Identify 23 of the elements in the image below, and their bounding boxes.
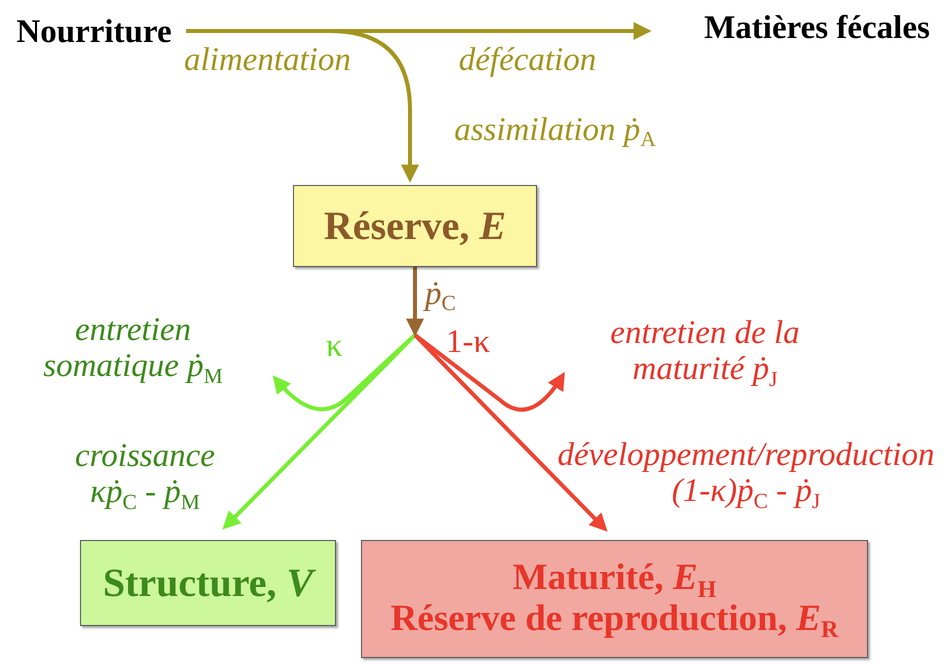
arrow bbox=[414, 334, 608, 532]
edge-label: entretien somatique ṗ$_{M}$ bbox=[42, 312, 224, 385]
edge-label: défécation bbox=[458, 42, 598, 78]
arrow bbox=[406, 267, 424, 337]
box-title: Maturité, E$_{H}$ bbox=[512, 558, 716, 599]
edge-label: assimilation ṗ$_{A}$ bbox=[453, 112, 657, 148]
flow-label: alimentation bbox=[184, 42, 352, 78]
state-box bbox=[80, 540, 336, 626]
flow-endpoint-label: Nourriture bbox=[16, 14, 172, 50]
flow-label: 1-κ bbox=[446, 324, 492, 360]
box-title: Réserve de reproduction, E$_{R}$ bbox=[390, 599, 838, 640]
arrow bbox=[186, 29, 419, 183]
edge-label: croissance κṗ$_{C}$ - ṗ$_{M}$ bbox=[74, 438, 216, 511]
state-box bbox=[361, 540, 868, 658]
arrow bbox=[222, 334, 416, 530]
box-title: Réserve, E bbox=[324, 204, 506, 248]
edge-label: développement/reproduction (1-κ)ṗ$_{C}$ - ṗ$_{J}$ bbox=[556, 437, 936, 510]
flow-label: κ bbox=[326, 328, 344, 364]
state-box bbox=[293, 185, 537, 267]
flow-endpoint-label: Matières fécales bbox=[704, 10, 930, 46]
box-title: Structure, V bbox=[102, 561, 314, 605]
flow-label: ṗ$_{C}$ bbox=[425, 276, 457, 312]
edge-label: entretien de la maturité ṗ$_{J}$ bbox=[609, 315, 801, 388]
